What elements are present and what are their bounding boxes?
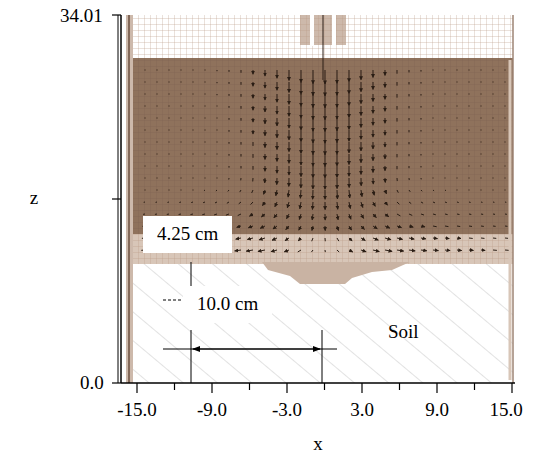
axis-tick [211,383,212,393]
dimension-label: 4.25 cm [143,216,232,253]
axis-tick [399,383,400,390]
axis-tick [324,383,325,390]
tick-label: 15.0 [489,400,522,421]
axis-tick [249,383,250,390]
axis-tick [361,383,362,393]
axis-title: x [313,434,323,455]
tick-label: 9.0 [425,400,449,421]
region-label: Soil [388,322,419,343]
tick-label: 3.0 [350,400,374,421]
axis-min-label: 0.0 [80,373,104,394]
axis-title: z [30,188,38,209]
axis-tick [174,383,175,390]
axis-tick [136,383,137,393]
tick-label: -9.0 [197,400,227,421]
dimension-label: 10.0 cm [183,286,272,323]
axis-tick [511,383,512,393]
axis-tick [286,383,287,393]
axis-tick [436,383,437,393]
tick-label: -3.0 [272,400,302,421]
velocity-vectors [141,69,508,252]
tick-label: -15.0 [117,400,157,421]
axis-tick [474,383,475,390]
axis-max-label: 34.01 [60,6,103,27]
